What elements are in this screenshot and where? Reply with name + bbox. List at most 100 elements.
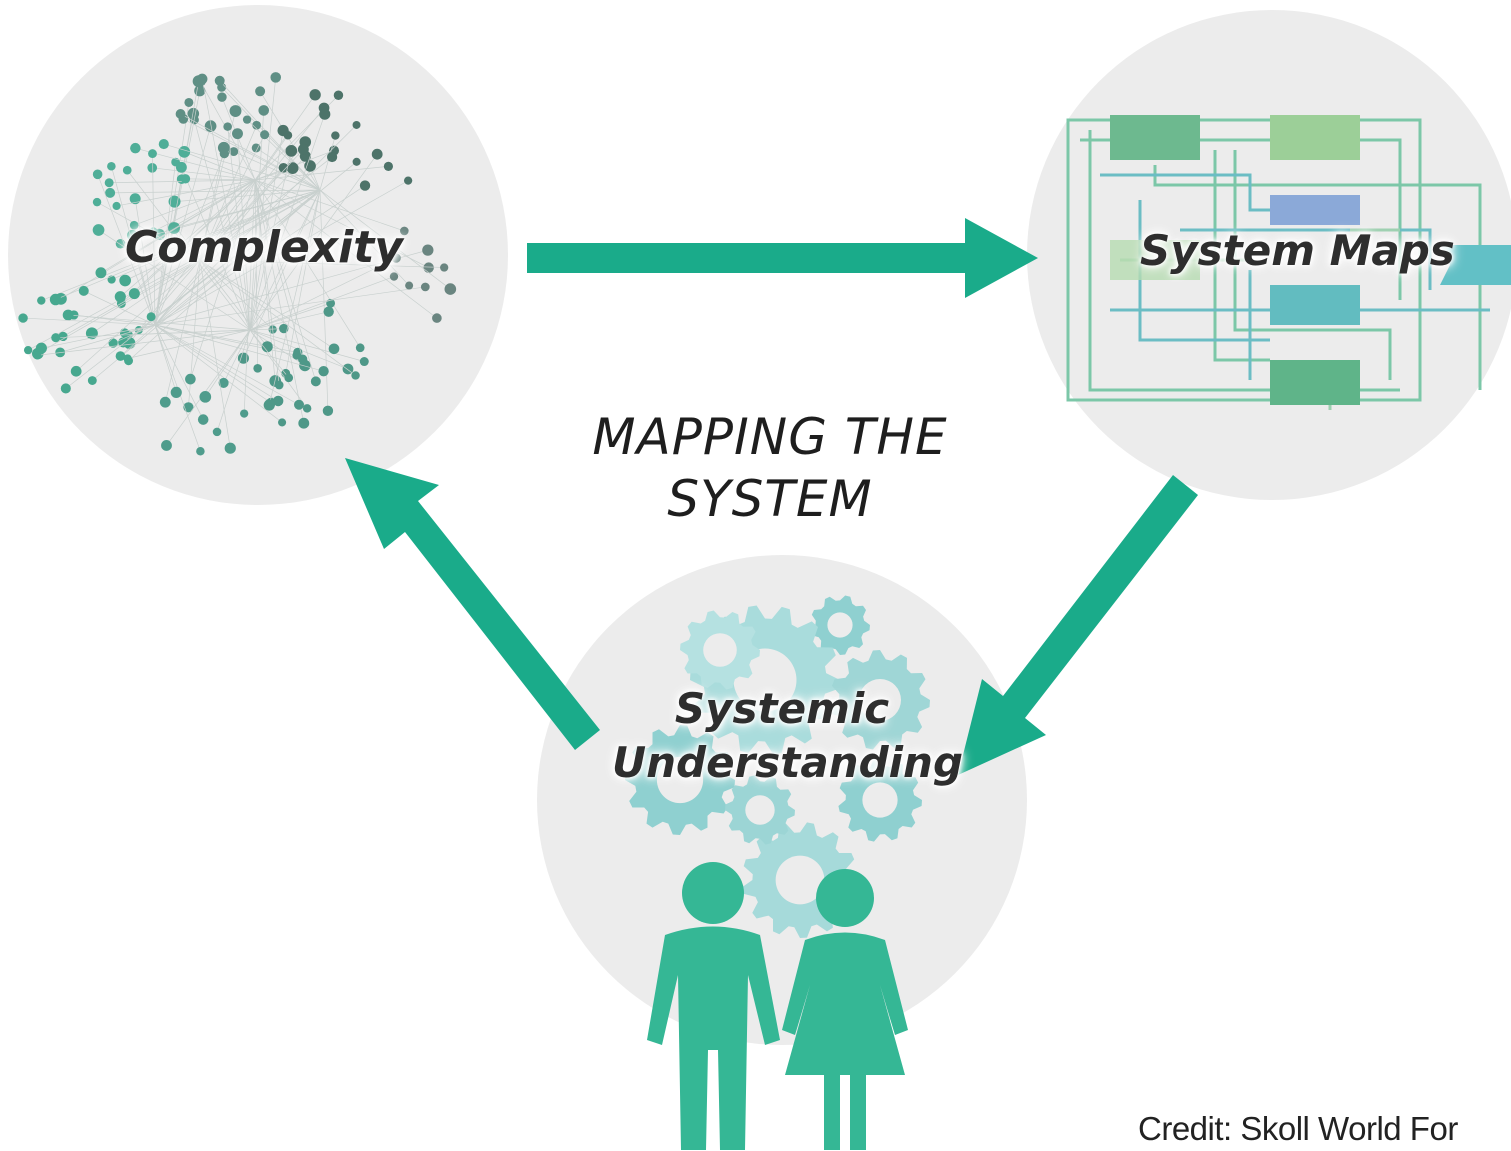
network-node <box>175 161 187 173</box>
network-edge <box>96 201 201 261</box>
network-node <box>212 427 222 437</box>
network-node <box>237 352 249 364</box>
network-node <box>251 143 261 153</box>
network-node <box>37 296 46 305</box>
network-node <box>92 197 102 207</box>
network-node <box>260 130 270 140</box>
network-node <box>60 383 71 394</box>
network-node <box>261 341 273 353</box>
network-node <box>359 357 369 367</box>
gear-hole <box>745 795 775 825</box>
network-node <box>274 380 284 390</box>
network-edge <box>184 151 256 181</box>
network-node <box>123 354 132 363</box>
network-edge <box>205 329 251 398</box>
title-line-2: SYSTEM <box>667 470 873 528</box>
network-edge <box>254 179 305 424</box>
network-edge <box>249 114 326 331</box>
network-edge <box>154 249 428 326</box>
network-edge <box>134 179 256 294</box>
network-edge <box>27 189 321 351</box>
network-node <box>242 115 252 124</box>
network-node <box>104 178 114 188</box>
network-node <box>355 343 365 353</box>
network-edge <box>92 189 321 381</box>
network-edge <box>249 329 290 378</box>
systemic-line-2: Understanding <box>612 738 964 787</box>
network-edge <box>154 155 306 326</box>
network-edge <box>152 153 156 326</box>
network-node <box>352 120 361 129</box>
network-node <box>258 105 270 116</box>
flowchart-icon <box>1066 115 1511 410</box>
network-edge <box>181 167 251 331</box>
network-edge <box>126 169 251 331</box>
network-node <box>389 272 399 281</box>
network-node <box>304 160 316 172</box>
network-node <box>223 122 232 131</box>
network-edge <box>112 324 156 344</box>
network-node <box>18 313 28 323</box>
network-edge <box>319 189 410 286</box>
system-maps-label: System Maps <box>1140 226 1455 275</box>
network-edge <box>154 324 177 393</box>
arrow-maps-to-understanding <box>958 475 1198 775</box>
gear-hole <box>656 756 704 804</box>
network-node <box>298 417 310 429</box>
network-node <box>285 145 298 157</box>
network-node <box>263 399 275 411</box>
network-node <box>175 109 186 119</box>
network-edge <box>154 324 297 356</box>
network-node <box>170 386 182 398</box>
network-node <box>420 282 430 292</box>
gear-hole <box>827 612 853 638</box>
network-edge <box>164 259 201 403</box>
network-node <box>51 333 61 343</box>
network-edge <box>199 156 333 261</box>
network-node <box>277 124 289 137</box>
systemic-understanding-label: Systemic Understanding <box>612 682 964 790</box>
network-node <box>185 373 196 385</box>
network-edge <box>134 179 256 226</box>
network-edge <box>249 110 265 331</box>
network-edge <box>249 257 397 331</box>
network-edge <box>173 189 321 229</box>
network-node <box>284 373 294 383</box>
network-node <box>183 402 194 413</box>
network-node <box>148 149 157 158</box>
network-node <box>108 338 118 348</box>
network-edge <box>154 324 204 420</box>
network-node <box>115 351 126 361</box>
network-edge <box>194 119 251 331</box>
network-node <box>217 92 227 102</box>
network-node <box>146 312 156 322</box>
network-node <box>70 365 82 377</box>
network-edge <box>259 91 321 191</box>
network-edge <box>185 178 256 181</box>
network-edge <box>199 259 335 350</box>
network-node <box>323 306 334 317</box>
network-node <box>440 263 449 272</box>
network-node <box>232 128 243 140</box>
network-edge <box>111 189 321 280</box>
network-edge <box>62 189 321 337</box>
network-edge <box>254 179 258 369</box>
network-node <box>119 274 131 287</box>
network-node <box>298 354 308 364</box>
network-edge <box>152 167 256 181</box>
network-node <box>114 291 126 303</box>
network-edge <box>37 329 251 356</box>
network-edge <box>154 141 306 326</box>
network-edge <box>268 189 321 406</box>
network-node <box>278 162 289 173</box>
network-node <box>192 75 205 88</box>
network-edge <box>246 119 321 191</box>
network-node <box>297 143 309 155</box>
network-edge <box>254 179 280 386</box>
network-edge <box>154 153 225 326</box>
network-edge <box>41 324 156 349</box>
network-edge <box>111 166 156 326</box>
network-edge <box>153 179 256 232</box>
network-edge <box>254 179 303 360</box>
